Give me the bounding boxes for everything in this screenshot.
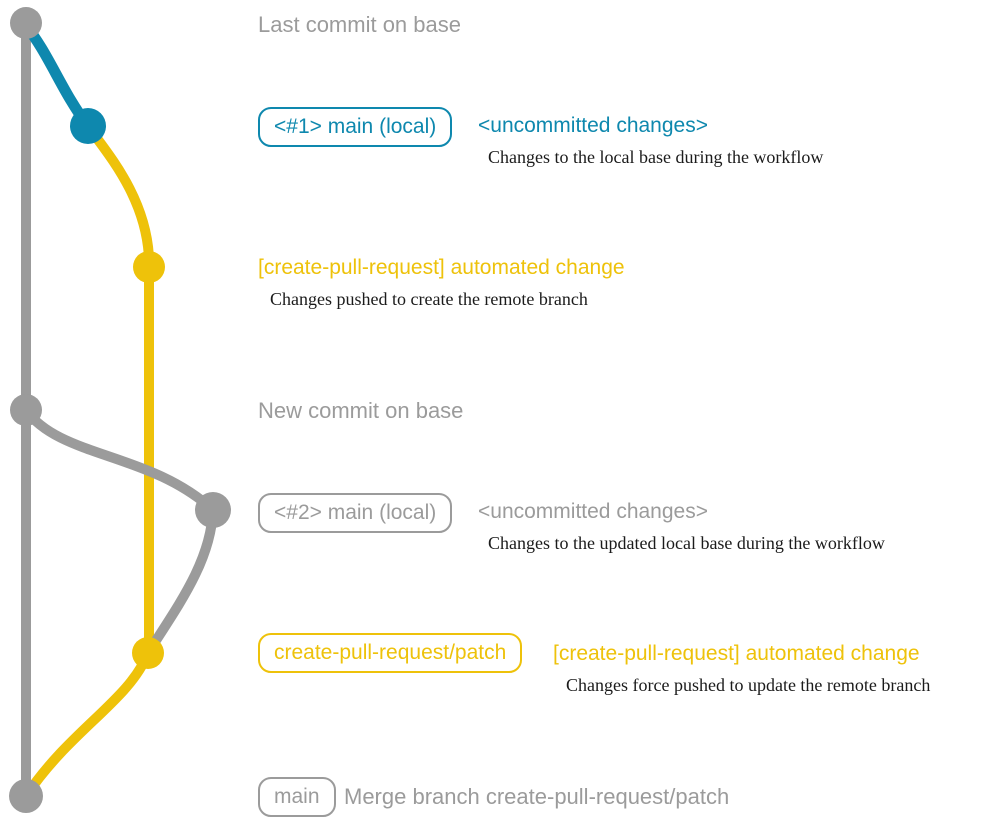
label-automated-change-1: [create-pull-request] automated change (258, 256, 625, 279)
commit-dot-automated-change-1 (133, 251, 165, 283)
label-uncommitted-changes-2: <uncommitted changes> (478, 500, 708, 523)
updated-local-branch-line (21, 405, 218, 515)
branch-badge-main: main (258, 777, 336, 817)
label-automated-change-2: [create-pull-request] automated change (553, 642, 920, 665)
label-merge-branch: Merge branch create-pull-request/patch (344, 784, 730, 809)
branch-badge-main-local-1: <#1> main (local) (258, 107, 453, 147)
commit-dot-last-commit-on-base (10, 7, 42, 39)
commit-dot-merge-commit (9, 779, 43, 813)
commit-dot-main-local-2 (195, 492, 231, 528)
updated-local-merge-line (143, 505, 218, 658)
note-push-create-remote-branch: Changes pushed to create the remote bran… (270, 289, 588, 309)
label-last-commit-on-base: Last commit on base (258, 12, 461, 37)
git-graph (9, 7, 231, 813)
commit-dot-main-local-1 (70, 108, 106, 144)
note-force-push-update-remote-branch: Changes force pushed to update the remot… (566, 675, 931, 695)
label-new-commit-on-base: New commit on base (258, 398, 464, 423)
commit-dot-automated-change-2 (132, 637, 164, 669)
note-local-base-changes: Changes to the local base during the wor… (488, 147, 824, 167)
branch-badge-patch: create-pull-request/patch (258, 633, 523, 673)
patch-merge-line (21, 648, 153, 801)
note-updated-local-base-changes: Changes to the updated local base during… (488, 533, 885, 553)
patch-branch-line (83, 121, 154, 658)
label-uncommitted-changes-1: <uncommitted changes> (478, 114, 708, 137)
commit-dot-new-commit-on-base (10, 394, 42, 426)
branch-badge-main-local-2: <#2> main (local) (258, 493, 453, 533)
